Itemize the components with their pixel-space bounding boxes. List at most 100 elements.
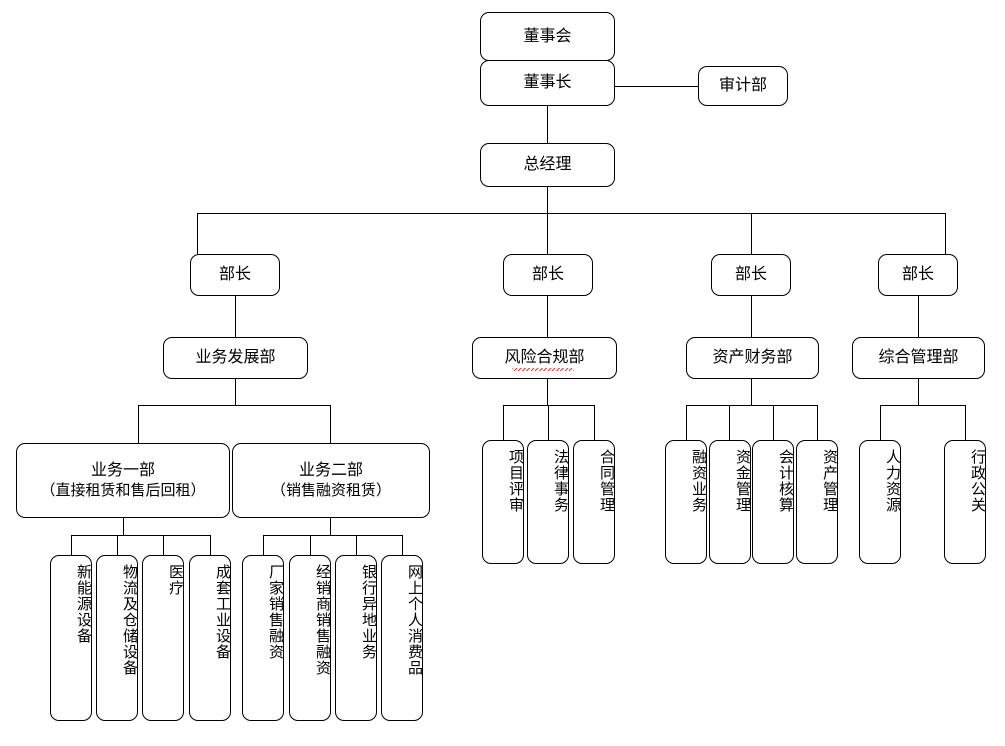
- leaf-manufacturer-sales-financing[interactable]: 厂家销售融资: [242, 555, 284, 721]
- leaf-human-resources[interactable]: 人力资源: [859, 440, 901, 564]
- node-label: 审计部: [718, 77, 767, 94]
- connector-director2-to-dept2: [547, 296, 548, 337]
- connector-bus-to-unit1: [138, 405, 139, 443]
- connector-unit2-child-2: [310, 535, 311, 555]
- node-general-management-department[interactable]: 综合管理部: [852, 337, 985, 379]
- leaf-legal-affairs[interactable]: 法律事务: [527, 440, 569, 564]
- connector-finance-child-4: [817, 405, 818, 440]
- leaf-administration-public-relations[interactable]: 行政公关: [944, 440, 986, 564]
- connector-chairman-to-gm: [547, 106, 548, 143]
- node-business-unit-1[interactable]: 业务一部 （直接租赁和售后回租）: [16, 443, 230, 518]
- leaf-label: 行政公关: [969, 449, 986, 513]
- node-label: 部长: [734, 266, 767, 283]
- connector-bus-to-director-1: [197, 213, 198, 254]
- connector-admin-children-bus: [880, 405, 965, 406]
- leaf-financing-business[interactable]: 融资业务: [665, 440, 707, 564]
- connector-dept3-down: [751, 379, 752, 405]
- connector-unit2-children-bus: [263, 535, 402, 536]
- node-director-2[interactable]: 部长: [503, 254, 593, 296]
- connector-chairman-to-audit: [615, 86, 698, 87]
- connector-director3-to-dept3: [751, 296, 752, 337]
- leaf-label: 新能源设备: [75, 564, 92, 644]
- connector-unit1-child-4: [210, 535, 211, 555]
- connector-bus-to-director-3: [751, 213, 752, 254]
- node-board-of-directors[interactable]: 董事会: [480, 12, 615, 61]
- node-label-line1: 业务一部: [90, 461, 155, 479]
- connector-unit2-child-4: [402, 535, 403, 555]
- leaf-label: 网上个人消费品: [406, 564, 423, 676]
- leaf-dealer-sales-financing[interactable]: 经销商销售融资: [289, 555, 331, 721]
- connector-department-bus: [197, 213, 945, 214]
- connector-unit1-child-1: [71, 535, 72, 555]
- connector-dept4-down: [918, 379, 919, 405]
- connector-finance-child-1: [686, 405, 687, 440]
- leaf-label: 人力资源: [884, 449, 901, 513]
- node-asset-finance-department[interactable]: 资产财务部: [686, 337, 819, 379]
- node-business-development-department[interactable]: 业务发展部: [163, 337, 308, 379]
- leaf-new-energy-equipment[interactable]: 新能源设备: [50, 555, 92, 721]
- node-director-4[interactable]: 部长: [878, 254, 958, 296]
- node-label-line2: （直接租赁和售后回租）: [40, 482, 206, 500]
- connector-gm-down: [547, 187, 548, 213]
- leaf-label: 合同管理: [598, 449, 615, 513]
- node-chairman[interactable]: 董事长: [480, 60, 615, 106]
- connector-risk-child-2: [548, 405, 549, 440]
- connector-unit1-child-3: [163, 535, 164, 555]
- leaf-label: 资产管理: [821, 449, 838, 513]
- leaf-label: 项目评审: [507, 449, 524, 513]
- connector-dept2-down: [547, 379, 548, 405]
- connector-unit1-child-2: [117, 535, 118, 555]
- connector-risk-child-1: [503, 405, 504, 440]
- leaf-fund-management[interactable]: 资金管理: [709, 440, 751, 564]
- connector-director1-to-dept1: [235, 296, 236, 337]
- connector-bus-to-unit2: [330, 405, 331, 443]
- node-label: 部长: [218, 266, 251, 283]
- leaf-label: 会计核算: [777, 449, 794, 513]
- node-audit-department[interactable]: 审计部: [698, 66, 788, 106]
- node-general-manager[interactable]: 总经理: [480, 143, 615, 187]
- leaf-label: 医疗: [167, 564, 184, 596]
- leaf-label: 融资业务: [690, 449, 707, 513]
- node-label: 综合管理部: [878, 349, 959, 366]
- leaf-label: 资金管理: [734, 449, 751, 513]
- leaf-asset-management[interactable]: 资产管理: [796, 440, 838, 564]
- node-label: 资产财务部: [712, 349, 793, 366]
- connector-unit-bus: [138, 405, 331, 406]
- connector-unit2-child-1: [263, 535, 264, 555]
- leaf-label: 经销商销售融资: [314, 564, 331, 676]
- leaf-contract-management[interactable]: 合同管理: [573, 440, 615, 564]
- connector-admin-child-2: [965, 405, 966, 440]
- node-label: 风险合规部: [504, 349, 585, 366]
- node-label: 董事长: [523, 74, 572, 91]
- connector-admin-child-1: [880, 405, 881, 440]
- leaf-logistics-warehousing-equipment[interactable]: 物流及仓储设备: [96, 555, 138, 721]
- leaf-accounting[interactable]: 会计核算: [752, 440, 794, 564]
- leaf-complete-industrial-equipment[interactable]: 成套工业设备: [189, 555, 231, 721]
- node-label-line1: 业务二部: [298, 461, 363, 479]
- connector-bus-to-director-4: [945, 213, 946, 254]
- leaf-label: 物流及仓储设备: [121, 564, 138, 676]
- node-business-unit-2[interactable]: 业务二部 （销售融资租赁）: [232, 443, 430, 518]
- leaf-online-personal-consumer-goods[interactable]: 网上个人消费品: [381, 555, 423, 721]
- leaf-bank-offsite-business[interactable]: 银行异地业务: [335, 555, 377, 721]
- leaf-label: 成套工业设备: [214, 564, 231, 660]
- node-label: 董事会: [523, 27, 572, 45]
- leaf-medical[interactable]: 医疗: [142, 555, 184, 721]
- node-label: 部长: [901, 266, 934, 283]
- node-director-1[interactable]: 部长: [190, 254, 280, 296]
- connector-finance-child-2: [729, 405, 730, 440]
- connector-director4-to-dept4: [918, 296, 919, 337]
- node-label: 总经理: [523, 156, 572, 173]
- spellcheck-underline: [512, 368, 574, 371]
- node-director-3[interactable]: 部长: [711, 254, 791, 296]
- connector-finance-child-3: [773, 405, 774, 440]
- connector-finance-children-bus: [686, 405, 817, 406]
- node-risk-compliance-department[interactable]: 风险合规部: [472, 337, 617, 379]
- leaf-label: 法律事务: [552, 449, 569, 513]
- connector-risk-child-3: [594, 405, 595, 440]
- leaf-label: 厂家销售融资: [267, 564, 284, 660]
- connector-unit2-down: [330, 518, 331, 535]
- leaf-project-review[interactable]: 项目评审: [482, 440, 524, 564]
- node-label-line2: （销售融资租赁）: [270, 482, 391, 500]
